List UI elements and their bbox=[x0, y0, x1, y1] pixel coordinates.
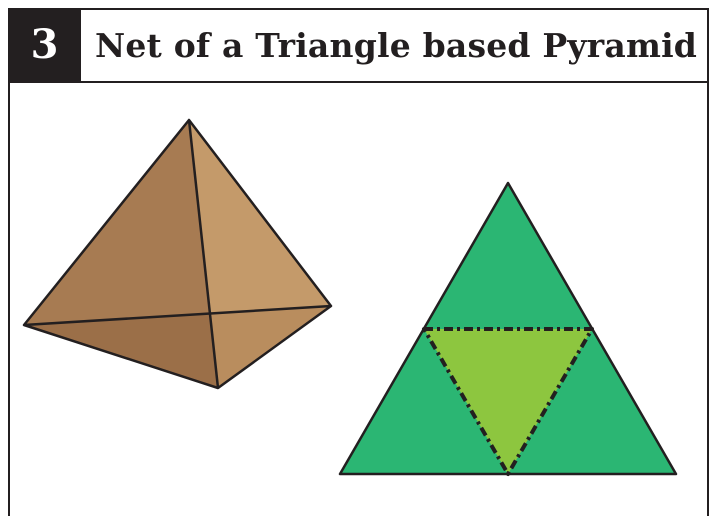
header-divider bbox=[8, 81, 709, 83]
pyramid-net bbox=[338, 181, 678, 476]
net-center-triangle bbox=[424, 329, 592, 474]
page-frame bbox=[8, 8, 709, 516]
pyramid-bottom-face bbox=[24, 314, 218, 388]
pyramid-edge-apex bbox=[187, 119, 220, 389]
triangular-pyramid bbox=[22, 118, 333, 390]
pyramid-edge-base bbox=[23, 304, 332, 327]
question-number: 3 bbox=[30, 21, 59, 68]
net-fold-lines bbox=[422, 327, 594, 476]
pyramid-left-face bbox=[24, 120, 211, 325]
question-number-badge: 3 bbox=[8, 8, 81, 81]
page-title: Net of a Triangle based Pyramid bbox=[95, 25, 698, 65]
